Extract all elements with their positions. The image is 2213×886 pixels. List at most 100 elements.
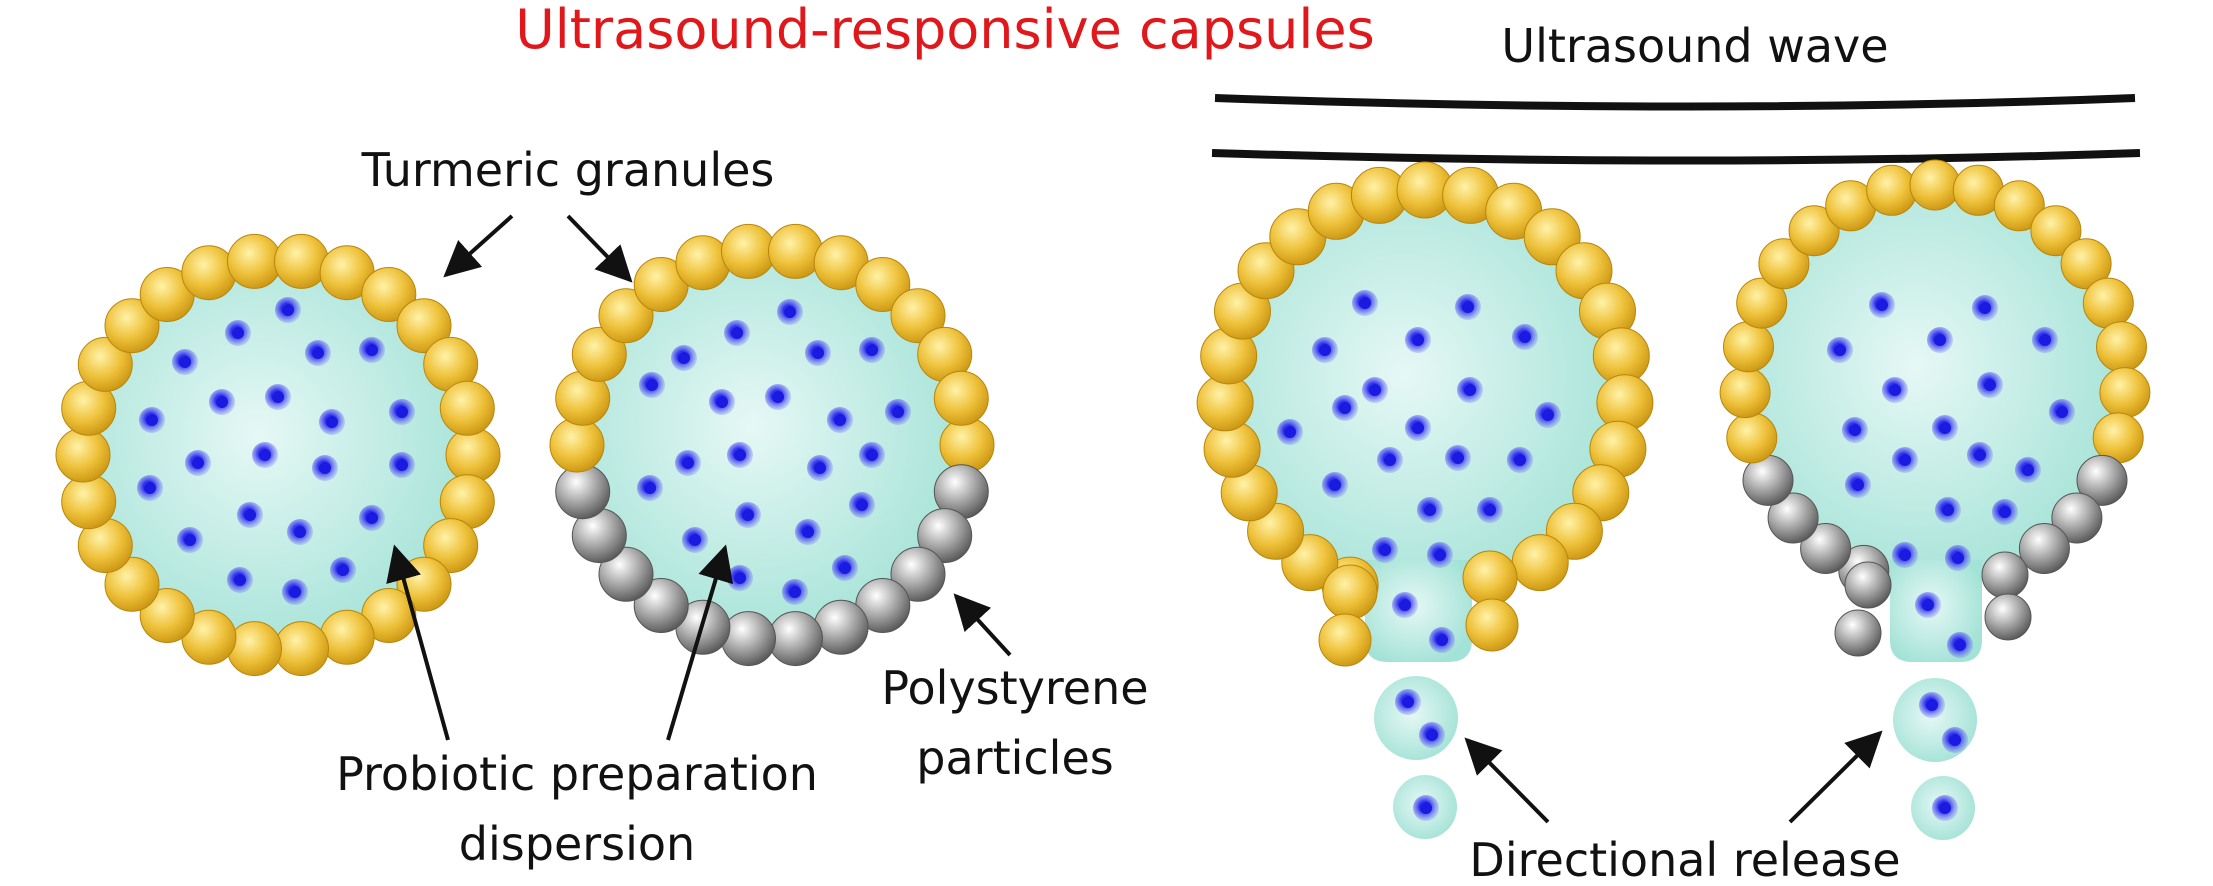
capsule-3-probiotic-dot-core [1402, 696, 1414, 708]
capsule-4-turmeric-granule [2096, 321, 2147, 373]
capsule-4-polystyrene-particle [1981, 551, 2029, 599]
capsule-1-probiotic-dot-core [282, 304, 294, 316]
capsule-4-probiotic-dot-core [1899, 549, 1911, 561]
capsule-3-probiotic-dot-core [1412, 334, 1424, 346]
capsule-4-turmeric-granule [1993, 180, 2045, 232]
ultrasound-wave-line-bottom [1211, 149, 2141, 165]
capsule-1-turmeric-granule [61, 474, 117, 530]
capsule-1-probiotic-dot-core [192, 457, 204, 469]
capsule-4-polystyrene-particle [2076, 454, 2128, 506]
capsule-4-probiotic-dot-core [1889, 384, 1901, 396]
capsule-4-turmeric-granule [1788, 205, 1840, 257]
capsule-1-turmeric-granule [227, 233, 282, 289]
capsule-3-probiotic-dot-core [1519, 331, 1531, 343]
capsule-1-probiotic-dot-core [312, 347, 324, 359]
capsule-2-turmeric-granule [675, 235, 731, 291]
capsule-3-probiotic-dot-core [1426, 729, 1438, 741]
capsule-3-turmeric-granule [1462, 550, 1518, 606]
capsule-1-turmeric-granule [104, 298, 160, 354]
capsule-2-turmeric-granule [890, 288, 946, 344]
ultrasound-wave-label: Ultrasound wave [1501, 19, 1888, 73]
capsule-2-probiotic-dot-core [866, 344, 878, 356]
capsule-4-probiotic-dot-core [1899, 454, 1911, 466]
capsule-1-turmeric-granule [227, 621, 282, 677]
capsule-1-probiotic-dot-core [184, 534, 196, 546]
capsule-4-polystyrene-particle [1984, 593, 2032, 641]
capsule-1-turmeric-granule [274, 621, 329, 677]
capsule-1-probiotic-dot-core [272, 391, 284, 403]
capsule-4-turmeric-granule [1726, 412, 1778, 464]
capsule-2-turmeric-granule [768, 223, 823, 279]
capsule-3-probiotic-dot-core [1412, 422, 1424, 434]
capsule-3-probiotic-dot-core [1284, 426, 1296, 438]
capsule-2-probiotic-dot-core [734, 449, 746, 461]
capsule-4-core [1745, 185, 2125, 585]
capsule-4-release-drop-1 [1893, 678, 1977, 762]
capsule-1-probiotic-dot-core [337, 564, 349, 576]
capsule-2-turmeric-granule [571, 326, 627, 382]
capsule-2-probiotic-dot-core [646, 379, 658, 391]
capsule-2-turmeric-granule [549, 417, 605, 473]
capsule-3-probiotic-dot-core [1339, 402, 1351, 414]
capsule-4-polystyrene-particle [1844, 561, 1892, 609]
capsule-1-turmeric-granule [361, 267, 417, 322]
capsule-2-probiotic-dot-core [892, 406, 904, 418]
capsule-4-probiotic-dot-core [1979, 302, 1991, 314]
capsule-1-probiotic-dot-core [216, 396, 228, 408]
turmeric-granules-label: Turmeric granules [361, 143, 775, 197]
capsule-4-probiotic-dot-core [1922, 599, 1934, 611]
capsule-4-probiotic-dot-core [1952, 552, 1964, 564]
arrow-polystyrene [953, 593, 1012, 657]
capsule-2-probiotic-dot-core [812, 347, 824, 359]
capsule-4-probiotic-dot-core [1949, 734, 1961, 746]
capsule-1-turmeric-granule [104, 556, 160, 612]
capsule-1-turmeric-granule [77, 336, 133, 392]
capsule-3-probiotic-dot-core [1399, 599, 1411, 611]
capsule-2-probiotic-dot-core [644, 482, 656, 494]
capsule-2-probiotic-dot-core [716, 396, 728, 408]
capsule-2-probiotic-dot-core [682, 457, 694, 469]
capsule-2-probiotic-dot-core [784, 306, 796, 318]
capsule-2-polystyrene-particle [813, 599, 869, 655]
capsule-3-probiotic-dot-core [1514, 454, 1526, 466]
capsule-3-release-drop-1 [1374, 676, 1458, 760]
capsule-1-probiotic-dot-core [294, 526, 306, 538]
capsule-3-probiotic-dot-core [1420, 802, 1432, 814]
capsule-1-turmeric-granule [423, 518, 479, 574]
capsule-2-probiotic-dot-core [856, 499, 868, 511]
capsule-2-probiotic-dot-core [772, 391, 784, 403]
capsule-3-core [1225, 190, 1625, 600]
capsule-3-probiotic-dot-core [1462, 301, 1474, 313]
capsule-2-probiotic-dot-core [734, 572, 746, 584]
capsule-1-probiotic-dot-core [319, 462, 331, 474]
capsule-2-probiotic-dot-core [742, 509, 754, 521]
capsule-2-polystyrene-particle [917, 508, 973, 564]
capsule-4-turmeric-granule [1723, 321, 1774, 373]
arrow-release-left [1464, 737, 1550, 824]
capsule-2-probiotic-dot-core [802, 526, 814, 538]
capsule-3-turmeric-granule [1318, 613, 1372, 667]
capsule-4-probiotic-dot-core [2056, 406, 2068, 418]
capsule-3-probiotic-dot-core [1542, 409, 1554, 421]
capsule-2-polystyrene-particle [721, 611, 776, 667]
capsule-2-probiotic-dot-core [689, 534, 701, 546]
capsule-4-probiotic-dot-core [1876, 299, 1888, 311]
probiotic-label-line2: dispersion [459, 817, 695, 871]
capsule-4-probiotic-dot-core [2039, 334, 2051, 346]
capsule-2-probiotic-dot-core [839, 562, 851, 574]
capsule-4-polystyrene-particle [2018, 523, 2070, 574]
arrow-turmeric-left [443, 214, 514, 278]
capsule-4-probiotic-dot-core [1939, 802, 1951, 814]
capsule-1-probiotic-dot-core [179, 356, 191, 368]
capsule-4-turmeric-granule [1909, 159, 1961, 211]
particles-layer [55, 159, 2151, 821]
capsule-4-probiotic-dot-core [1852, 479, 1864, 491]
capsule-1-probiotic-dot-core [396, 459, 408, 471]
capsule-4-polystyrene-particle [1767, 492, 1819, 544]
polystyrene-label-line1: Polystyrene [881, 661, 1148, 715]
arrow-probiotic-right [666, 544, 734, 741]
capsule-1-turmeric-granule [319, 609, 375, 665]
capsule-3-neck [1365, 560, 1472, 662]
capsule-4-turmeric-granule [2099, 367, 2151, 419]
